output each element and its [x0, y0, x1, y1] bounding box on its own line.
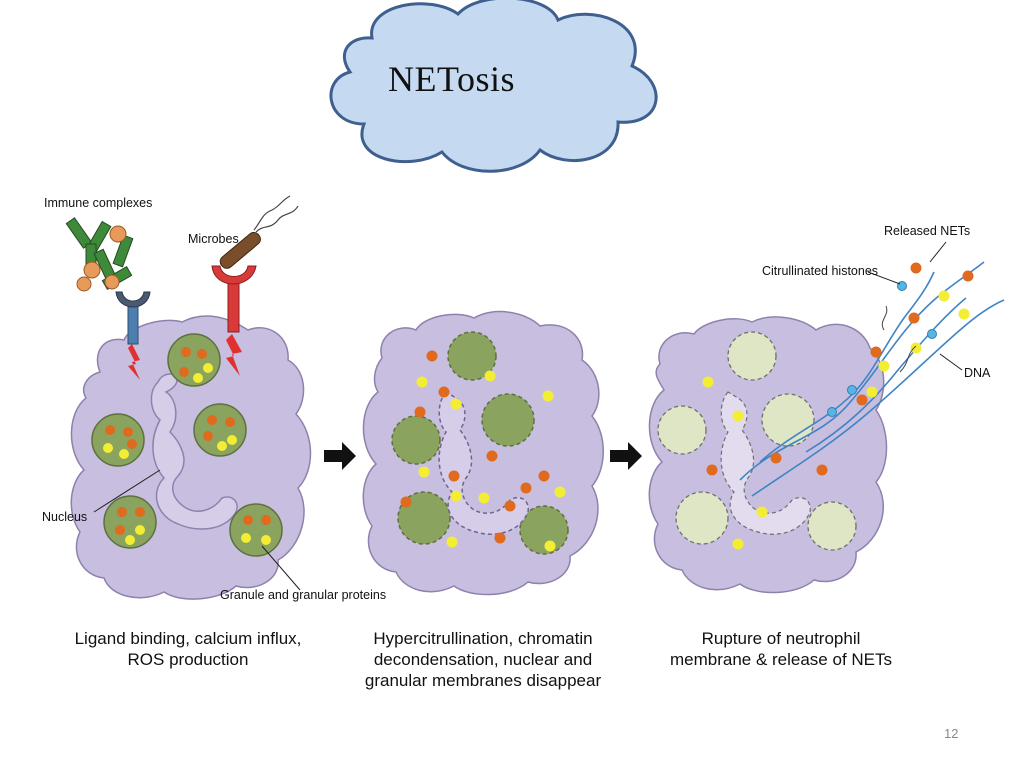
nucleus-decondensed [438, 391, 529, 535]
granule [103, 495, 157, 549]
stage-3-caption: Rupture of neutrophil membrane & release… [656, 628, 906, 670]
granule [91, 413, 145, 467]
granules-label: Granule and granular proteins [220, 588, 387, 602]
nucleus-pointer [93, 469, 161, 513]
immune-complexes-label: Immune complexes [44, 196, 153, 210]
nucleus [150, 373, 238, 530]
granule [167, 333, 221, 387]
granule-pointer [261, 545, 301, 591]
antibody-icon [65, 217, 134, 292]
slide-title: NETosis [388, 59, 515, 99]
caption-line: ROS production [127, 650, 249, 669]
granule [229, 503, 283, 557]
microbes-label: Microbes [188, 232, 239, 246]
receptor-icon [115, 291, 151, 345]
dna-pointer [939, 353, 963, 371]
lightning-bolt-icon [128, 344, 140, 380]
arrow-right-icon [610, 442, 642, 470]
granule [193, 403, 247, 457]
stage-1-caption: Ligand binding, calcium influx, ROS prod… [48, 628, 328, 670]
nets-fiber [899, 345, 917, 373]
nets-fiber [881, 305, 888, 331]
page-number: 12 [944, 726, 959, 741]
caption-line: Ligand binding, calcium influx, [74, 629, 302, 648]
released-nets-label: Released NETs [884, 224, 971, 238]
dna-strands [739, 261, 1005, 497]
caption-line: membrane & release of NETs [669, 650, 893, 669]
nucleus-remnant [720, 391, 811, 535]
cell-stage-2 [362, 310, 604, 596]
caption-line: Hypercitrullination, chromatin [373, 629, 593, 648]
cell-stage-1 [65, 195, 312, 600]
histones-pointer [867, 271, 901, 285]
title-cloud [329, 0, 658, 173]
arrow-right-icon [324, 442, 356, 470]
nucleus-label: Nucleus [42, 510, 88, 524]
receptor-icon [211, 265, 257, 333]
microbe-icon [219, 195, 299, 269]
stage-2-caption: Hypercitrullination, chromatin decondens… [348, 628, 618, 691]
caption-line: Rupture of neutrophil [701, 629, 861, 648]
caption-line: granular membranes disappear [364, 671, 602, 690]
caption-line: decondensation, nuclear and [373, 650, 593, 669]
dna-label: DNA [964, 366, 991, 380]
lightning-bolt-icon [226, 334, 242, 376]
scattered-proteins [400, 350, 566, 552]
citrullinated-histones-label: Citrullinated histones [762, 264, 879, 278]
cell-stage-3 [648, 241, 1005, 594]
released-nets-pointer [929, 241, 947, 263]
nets-proteins [702, 262, 974, 550]
